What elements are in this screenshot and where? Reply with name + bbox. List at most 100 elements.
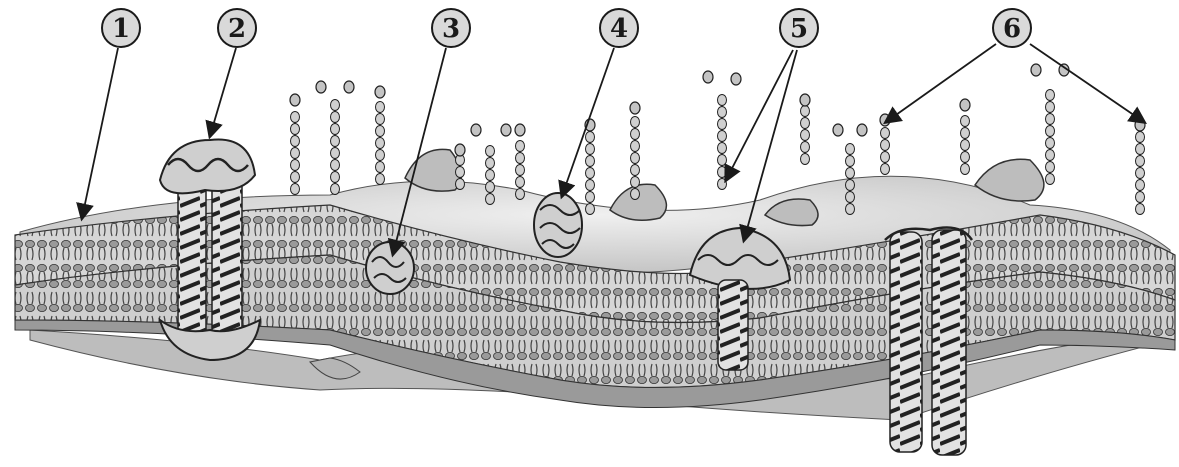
arrow-5a (726, 50, 793, 180)
sugar-branch-bead (703, 71, 713, 83)
sugar-bead (586, 180, 595, 191)
sugar-branch-bead (316, 81, 326, 93)
sugar-branch-bead (344, 81, 354, 93)
sugar-bead (846, 156, 855, 167)
callout-6: 6 (993, 9, 1031, 47)
sugar-bead (376, 162, 385, 173)
sugar-branch-bead (290, 94, 300, 106)
sugar-bead (376, 102, 385, 113)
callout-5: 5 (780, 9, 818, 47)
sugar-bead (586, 204, 595, 215)
sugar-bead (718, 179, 727, 190)
sugar-bead (486, 146, 495, 157)
sugar-bead (586, 168, 595, 179)
sugar-bead (331, 148, 340, 159)
sugar-bead (718, 107, 727, 118)
sugar-bead (846, 204, 855, 215)
sugar-bead (631, 141, 640, 152)
sugar-branch-bead (731, 73, 741, 85)
callout-2: 2 (218, 9, 256, 47)
sugar-bead (516, 153, 525, 164)
sugar-bead (631, 189, 640, 200)
sugar-bead (586, 156, 595, 167)
peripheral-protein-3 (366, 242, 414, 294)
sugar-bead (1136, 144, 1145, 155)
sugar-bead (516, 141, 525, 152)
arrow-1 (82, 48, 118, 218)
sugar-bead (1046, 150, 1055, 161)
sugar-branch-bead (833, 124, 843, 136)
sugar-bead (1136, 180, 1145, 191)
sugar-bead (881, 164, 890, 175)
sugar-bead (846, 180, 855, 191)
callout-6-number: 6 (1003, 14, 1021, 44)
sugar-bead (331, 124, 340, 135)
sugar-bead (331, 172, 340, 183)
sugar-bead (331, 112, 340, 123)
sugar-bead (486, 158, 495, 169)
sugar-bead (1046, 126, 1055, 137)
sugar-bead (376, 114, 385, 125)
sugar-bead (801, 154, 810, 165)
callout-2-number: 2 (228, 14, 246, 44)
callout-3-number: 3 (442, 14, 460, 44)
sugar-bead (631, 117, 640, 128)
sugar-bead (801, 118, 810, 129)
sugar-bead (801, 142, 810, 153)
sugar-bead (801, 130, 810, 141)
sugar-bead (801, 106, 810, 117)
sugar-bead (1046, 114, 1055, 125)
sugar-bead (291, 160, 300, 171)
sugar-branch-bead (515, 124, 525, 136)
callout-3: 3 (432, 9, 470, 47)
sugar-branch-bead (960, 99, 970, 111)
sugar-bead (1046, 162, 1055, 173)
sugar-bead (718, 167, 727, 178)
sugar-bead (961, 152, 970, 163)
peripheral-protein-4 (534, 193, 582, 257)
sugar-bead (1136, 156, 1145, 167)
sugar-bead (1136, 192, 1145, 203)
sugar-bead (486, 182, 495, 193)
sugar-bead (718, 95, 727, 106)
sugar-bead (718, 155, 727, 166)
sugar-bead (331, 160, 340, 171)
sugar-bead (631, 177, 640, 188)
sugar-bead (881, 140, 890, 151)
sugar-bead (291, 172, 300, 183)
sugar-bead (631, 129, 640, 140)
sugar-bead (586, 192, 595, 203)
sugar-bead (1136, 132, 1145, 143)
sugar-bead (291, 136, 300, 147)
sugar-bead (1046, 174, 1055, 185)
callout-4: 4 (600, 9, 638, 47)
callout-4-number: 4 (610, 14, 628, 44)
sugar-bead (516, 165, 525, 176)
sugar-branch-bead (630, 102, 640, 114)
sugar-bead (631, 153, 640, 164)
sugar-bead (331, 100, 340, 111)
sugar-bead (718, 143, 727, 154)
sugar-branch-bead (375, 86, 385, 98)
sugar-bead (718, 119, 727, 130)
arrow-2 (210, 48, 236, 136)
sugar-branch-bead (800, 94, 810, 106)
callout-1: 1 (102, 9, 140, 47)
sugar-bead (376, 150, 385, 161)
sugar-bead (486, 194, 495, 205)
sugar-bead (961, 164, 970, 175)
arrow-6a (886, 44, 996, 122)
sugar-bead (376, 174, 385, 185)
sugar-bead (1046, 90, 1055, 101)
sugar-bead (376, 138, 385, 149)
sugar-bead (291, 112, 300, 123)
sugar-bead (486, 170, 495, 181)
callout-5-number: 5 (790, 14, 808, 44)
sugar-branch-bead (1031, 64, 1041, 76)
sugar-bead (376, 126, 385, 137)
sugar-bead (586, 144, 595, 155)
sugar-branch-bead (857, 124, 867, 136)
sugar-bead (291, 148, 300, 159)
